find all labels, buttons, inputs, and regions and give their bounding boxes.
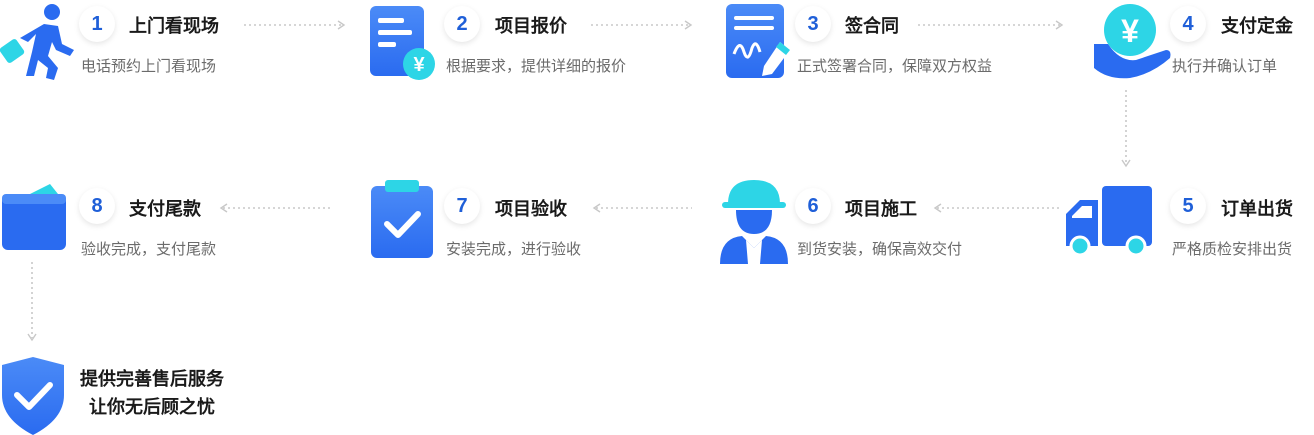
step-number-badge: 4 — [1170, 6, 1206, 42]
step-description: 执行并确认订单 — [1172, 57, 1278, 75]
arrow-left-3 — [219, 203, 333, 213]
construction-worker-icon — [714, 178, 794, 264]
final-line-1: 提供完善售后服务 — [80, 369, 224, 390]
step-title: 项目施工 — [845, 199, 917, 220]
step-description: 根据要求，提供详细的报价 — [446, 57, 627, 75]
arrow-down-2 — [27, 262, 37, 342]
arrow-right-2 — [591, 20, 693, 30]
step-description: 安装完成，进行验收 — [446, 240, 582, 258]
shield-check-icon — [0, 355, 80, 435]
step-description: 正式签署合同，保障双方权益 — [797, 57, 993, 75]
checklist-clipboard-icon — [365, 178, 445, 258]
step-description: 到货安装，确保高效交付 — [797, 240, 963, 258]
step-description: 电话预约上门看现场 — [81, 57, 217, 75]
step-number-badge: 8 — [79, 188, 115, 224]
step-number-badge: 2 — [444, 6, 480, 42]
arrow-right-3 — [918, 20, 1064, 30]
arrow-left-2 — [592, 203, 692, 213]
final-line-2: 让你无后顾之忧 — [89, 397, 215, 418]
arrow-right-1 — [244, 20, 346, 30]
walking-person-icon — [0, 2, 80, 82]
step-title: 支付尾款 — [129, 199, 201, 220]
step-title: 支付定金 — [1221, 16, 1293, 37]
final-guarantee-text: 提供完善售后服务 让你无后顾之忧 — [80, 366, 224, 422]
step-title: 项目验收 — [495, 199, 567, 220]
step-title: 签合同 — [845, 16, 899, 37]
step-description: 验收完成，支付尾款 — [81, 240, 217, 258]
truck-icon — [1064, 184, 1152, 264]
step-number-badge: 3 — [795, 6, 831, 42]
wallet-icon — [0, 180, 80, 260]
svg-text:¥: ¥ — [413, 54, 425, 76]
arrow-down-1 — [1121, 90, 1131, 168]
yuan-hand-icon: ¥ — [1092, 0, 1172, 80]
step-title: 订单出货 — [1221, 199, 1293, 220]
step-number-badge: 5 — [1170, 188, 1206, 224]
step-number-badge: 6 — [795, 188, 831, 224]
step-title: 项目报价 — [495, 16, 567, 37]
svg-text:¥: ¥ — [1121, 13, 1139, 49]
arrow-left-1 — [933, 203, 1059, 213]
step-title: 上门看现场 — [129, 16, 219, 37]
signed-contract-icon — [722, 2, 802, 82]
step-description: 严格质检安排出货 — [1172, 240, 1293, 258]
step-number-badge: 7 — [444, 188, 480, 224]
price-document-icon: ¥ — [365, 2, 445, 82]
step-number-badge: 1 — [79, 6, 115, 42]
